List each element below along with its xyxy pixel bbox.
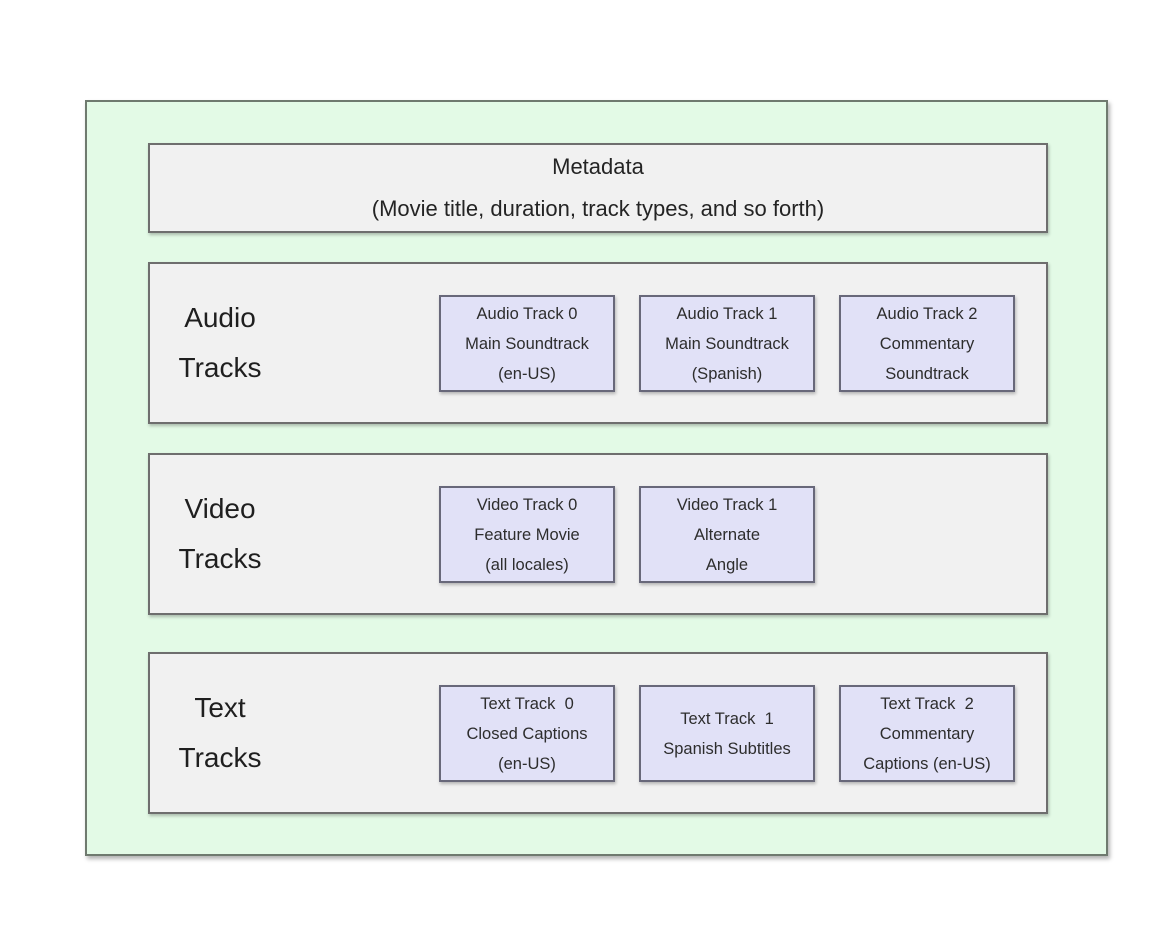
track-line: Spanish Subtitles bbox=[663, 739, 791, 758]
text-tracks-label: Text Tracks bbox=[150, 654, 290, 812]
track-line: Video Track 1 bbox=[676, 495, 778, 514]
audio-tracks-section: Audio Tracks Audio Track 0 Main Soundtra… bbox=[148, 262, 1048, 424]
video-track-1-box: Video Track 1 Alternate Angle bbox=[639, 486, 815, 583]
track-line: Audio Track 1 bbox=[676, 304, 778, 323]
track-line: Text Track 0 bbox=[480, 694, 574, 713]
track-line: (en-US) bbox=[498, 754, 556, 773]
video-track-0-box: Video Track 0 Feature Movie (all locales… bbox=[439, 486, 615, 583]
track-line: Feature Movie bbox=[474, 525, 580, 544]
track-line: Commentary bbox=[879, 334, 975, 353]
media-container-diagram: Metadata (Movie title, duration, track t… bbox=[85, 100, 1108, 856]
track-line: Text Track 2 bbox=[880, 694, 974, 713]
metadata-subtitle: (Movie title, duration, track types, and… bbox=[371, 196, 825, 221]
track-line: Soundtrack bbox=[885, 364, 969, 383]
section-label-line: Video bbox=[184, 493, 256, 524]
track-line: Main Soundtrack bbox=[665, 334, 789, 353]
audio-tracks-label: Audio Tracks bbox=[150, 264, 290, 422]
audio-track-1-box: Audio Track 1 Main Soundtrack (Spanish) bbox=[639, 295, 815, 392]
video-tracks-section: Video Tracks Video Track 0 Feature Movie… bbox=[148, 453, 1048, 615]
section-label-line: Text bbox=[194, 692, 246, 723]
track-line: Audio Track 0 bbox=[476, 304, 578, 323]
section-label-line: Tracks bbox=[178, 352, 262, 383]
track-line: Audio Track 2 bbox=[876, 304, 978, 323]
text-track-2-box: Text Track 2 Commentary Captions (en-US) bbox=[839, 685, 1015, 782]
track-line: (all locales) bbox=[485, 555, 569, 574]
text-track-0-box: Text Track 0 Closed Captions (en-US) bbox=[439, 685, 615, 782]
track-line: Main Soundtrack bbox=[465, 334, 589, 353]
track-line: Video Track 0 bbox=[476, 495, 578, 514]
text-track-1-box: Text Track 1 Spanish Subtitles bbox=[639, 685, 815, 782]
metadata-title: Metadata bbox=[552, 154, 644, 179]
video-tracks-label: Video Tracks bbox=[150, 455, 290, 613]
track-line: Angle bbox=[705, 555, 749, 574]
track-line: Closed Captions bbox=[466, 724, 588, 743]
track-line: Commentary bbox=[879, 724, 975, 743]
section-label-line: Tracks bbox=[178, 543, 262, 574]
track-line: Alternate bbox=[693, 525, 761, 544]
audio-track-2-box: Audio Track 2 Commentary Soundtrack bbox=[839, 295, 1015, 392]
section-label-line: Audio bbox=[184, 302, 256, 333]
track-line: (Spanish) bbox=[691, 364, 763, 383]
metadata-box: Metadata (Movie title, duration, track t… bbox=[148, 143, 1048, 233]
audio-track-0-box: Audio Track 0 Main Soundtrack (en-US) bbox=[439, 295, 615, 392]
track-line: Text Track 1 bbox=[680, 709, 774, 728]
track-line: Captions (en-US) bbox=[863, 754, 991, 773]
section-label-line: Tracks bbox=[178, 742, 262, 773]
text-tracks-section: Text Tracks Text Track 0 Closed Captions… bbox=[148, 652, 1048, 814]
track-line: (en-US) bbox=[498, 364, 556, 383]
